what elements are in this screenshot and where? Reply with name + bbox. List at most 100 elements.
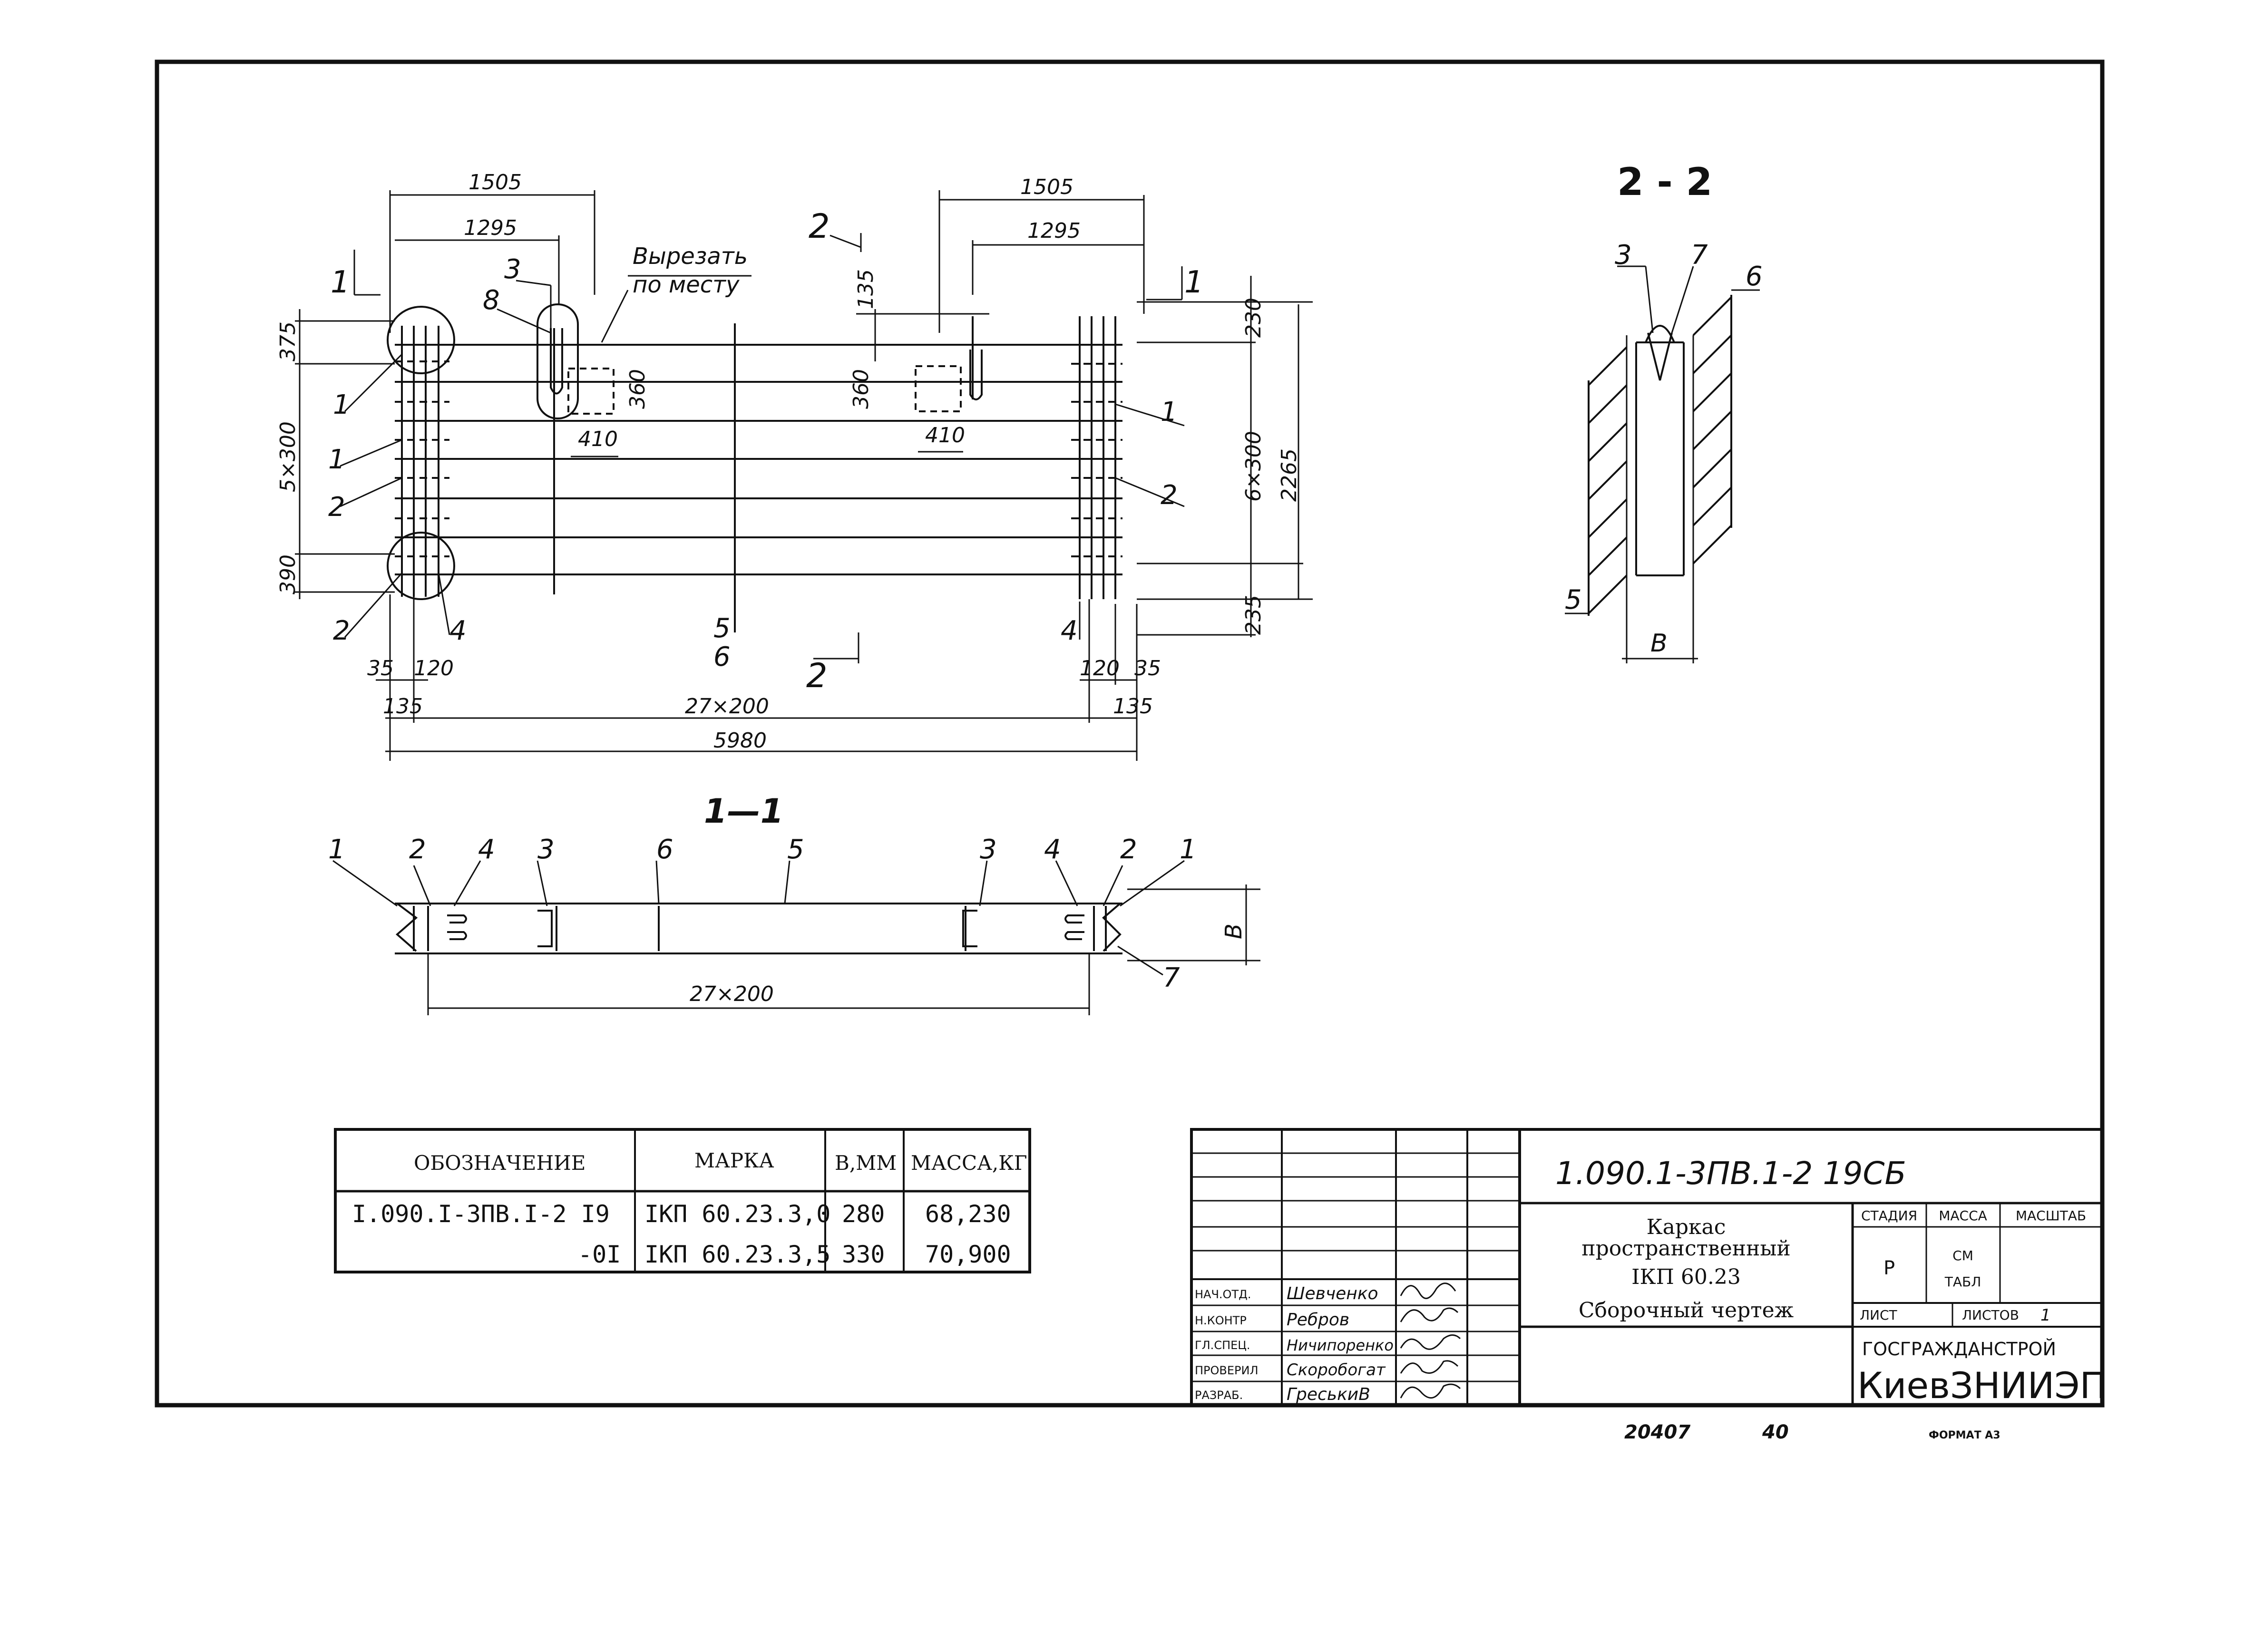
section-2-2-title: 2 - 2 bbox=[1617, 160, 1712, 204]
dim-1295-right: 1295 bbox=[1027, 219, 1081, 243]
dim-375: 375 bbox=[276, 321, 300, 361]
dim-360-left: 360 bbox=[625, 369, 650, 409]
dim-35-right: 35 bbox=[1134, 656, 1161, 680]
dim-120-right: 120 bbox=[1080, 656, 1120, 680]
title-name-line1: Каркас bbox=[1647, 1215, 1726, 1239]
mass-value-line1: СМ bbox=[1952, 1248, 1973, 1263]
s22-callout-5: 5 bbox=[1565, 584, 1582, 615]
dim-1295-left: 1295 bbox=[464, 216, 517, 240]
spec-header-designation: ОБОЗНАЧЕНИЕ bbox=[414, 1151, 586, 1175]
doc-code: 1.090.1-3ПВ.1-2 19СБ bbox=[1555, 1155, 1906, 1192]
sheet-frame bbox=[155, 59, 2105, 1408]
signer-role-5: РАЗРАБ. bbox=[1195, 1389, 1243, 1402]
section-1-1-callouts: 1 2 4 3 6 5 3 4 2 1 7 B 27×200 bbox=[328, 834, 1247, 1006]
spec-row1-mark: IКП 60.23.3,0 bbox=[644, 1200, 830, 1228]
signer-name-5: ГреськиВ bbox=[1287, 1385, 1370, 1404]
signer-role-1: НАЧ.ОТД. bbox=[1195, 1288, 1251, 1301]
s22-callout-3: 3 bbox=[1615, 240, 1632, 271]
callout-4-left: 4 bbox=[449, 615, 467, 646]
spec-header-mass: МАССА,КГ bbox=[911, 1151, 1027, 1175]
scale-header: МАСШТАБ bbox=[2016, 1208, 2086, 1224]
dim-2265: 2265 bbox=[1277, 448, 1301, 502]
spec-row1-designation: I.090.I-3ПВ.I-2 I9 bbox=[352, 1200, 610, 1228]
spec-row2-mass: 70,900 bbox=[925, 1241, 1011, 1268]
note-line-1: Вырезать bbox=[633, 243, 748, 270]
title-name-line3: IКП 60.23 bbox=[1631, 1265, 1741, 1289]
s11-callout-2-right: 2 bbox=[1120, 834, 1137, 865]
callout-3: 3 bbox=[504, 254, 521, 285]
spec-row2-b: 330 bbox=[842, 1241, 885, 1268]
plan-view bbox=[387, 303, 1122, 632]
callout-1-top-left: 1 bbox=[333, 389, 350, 420]
page-number: 40 bbox=[1762, 1421, 1789, 1443]
sheets-value: 1 bbox=[2040, 1306, 2051, 1325]
s11-callout-3-right: 3 bbox=[980, 834, 997, 865]
dim-1505-right: 1505 bbox=[1020, 175, 1073, 199]
plan-dimension-lines bbox=[295, 190, 1313, 761]
callout-1-right: 1 bbox=[1161, 397, 1178, 428]
org-line1: ГОСГРАЖДАНСТРОЙ bbox=[1862, 1339, 2056, 1360]
callout-2-left: 2 bbox=[328, 492, 345, 523]
dim-135-center: 135 bbox=[854, 269, 878, 309]
section-1-1-title: 1—1 bbox=[704, 792, 783, 831]
title-name-line4: Сборочный чертеж bbox=[1579, 1298, 1794, 1322]
callout-5: 5 bbox=[713, 613, 731, 644]
signer-role-3: ГЛ.СПЕЦ. bbox=[1195, 1339, 1250, 1352]
org-line2: КиевЗНИИЭП bbox=[1857, 1364, 2107, 1407]
sheet-label: ЛИСТ bbox=[1860, 1307, 1898, 1323]
dim-360-right: 360 bbox=[849, 369, 873, 409]
spec-table: ОБОЗНАЧЕНИЕ МАРКА В,ММ МАССА,КГ I.090.I-… bbox=[334, 1128, 1031, 1273]
dim-230: 230 bbox=[1241, 298, 1266, 338]
section-2-2-drawing bbox=[1565, 265, 1760, 663]
dim-410-left: 410 bbox=[578, 427, 618, 451]
callout-6: 6 bbox=[713, 641, 731, 672]
note-line-2: по месту bbox=[633, 272, 740, 298]
callout-2-bottom-left: 2 bbox=[333, 615, 350, 646]
spec-row2-designation: -0I bbox=[578, 1241, 621, 1268]
cut-mark-2-top: 2 bbox=[809, 207, 830, 246]
s11-callout-3-left: 3 bbox=[537, 834, 555, 865]
s22-callout-6: 6 bbox=[1746, 261, 1763, 292]
title-block: 1.090.1-3ПВ.1-2 19СБ Каркас пространстве… bbox=[1190, 1128, 2107, 1407]
dim-135-left: 135 bbox=[383, 694, 423, 719]
archive-number: 20407 bbox=[1624, 1421, 1690, 1443]
signer-name-1: Шевченко bbox=[1287, 1284, 1378, 1303]
dim-6x300: 6×300 bbox=[1241, 431, 1266, 502]
signer-name-4: Скоробогат bbox=[1287, 1360, 1386, 1380]
signer-role-4: ПРОВЕРИЛ bbox=[1195, 1364, 1259, 1377]
s11-callout-4-left: 4 bbox=[478, 834, 495, 865]
s11-callout-7: 7 bbox=[1163, 962, 1180, 993]
cut-mark-1-left: 1 bbox=[331, 265, 350, 300]
s11-callout-2-left: 2 bbox=[409, 834, 426, 865]
mass-value-line2: ТАБЛ bbox=[1944, 1274, 1981, 1290]
s22-dim-b: B bbox=[1650, 629, 1668, 658]
stage-value: Р bbox=[1883, 1257, 1895, 1279]
dim-27x200: 27×200 bbox=[685, 694, 769, 719]
format-label: ФОРМАТ А3 bbox=[1929, 1429, 2001, 1441]
cut-in-place-note: Вырезать по месту bbox=[633, 243, 748, 298]
callout-2-right: 2 bbox=[1161, 480, 1178, 511]
section-2-2-callouts: 3 7 6 5 B bbox=[1565, 240, 1763, 658]
section-1-1-drawing bbox=[332, 860, 1260, 1015]
signer-name-3: Ничипоренко bbox=[1287, 1336, 1394, 1354]
signatures bbox=[1400, 1283, 1461, 1399]
signer-role-2: Н.КОНТР bbox=[1195, 1314, 1247, 1327]
s11-callout-1-left: 1 bbox=[328, 834, 345, 865]
plan-dimension-text: 1505 1295 1505 1295 375 5×300 390 230 6×… bbox=[276, 170, 1301, 753]
callout-4-right: 4 bbox=[1061, 615, 1078, 646]
cut-mark-2-bottom: 2 bbox=[806, 656, 828, 695]
spec-row1-mass: 68,230 bbox=[925, 1200, 1011, 1228]
callout-8: 8 bbox=[483, 285, 500, 316]
s11-callout-4-right: 4 bbox=[1044, 834, 1061, 865]
signer-name-2: Ребров bbox=[1287, 1310, 1349, 1330]
spec-header-b: В,ММ bbox=[835, 1151, 897, 1175]
s11-callout-5: 5 bbox=[787, 834, 804, 865]
dim-35-left: 35 bbox=[367, 656, 394, 680]
sheets-label: ЛИСТОВ bbox=[1962, 1307, 2019, 1323]
dim-135-right: 135 bbox=[1113, 694, 1153, 719]
spec-row2-mark: IКП 60.23.3,5 bbox=[644, 1241, 830, 1268]
title-name-line2: пространственный bbox=[1581, 1236, 1790, 1261]
dim-235: 235 bbox=[1241, 595, 1266, 635]
mass-header: МАССА bbox=[1939, 1208, 1987, 1224]
